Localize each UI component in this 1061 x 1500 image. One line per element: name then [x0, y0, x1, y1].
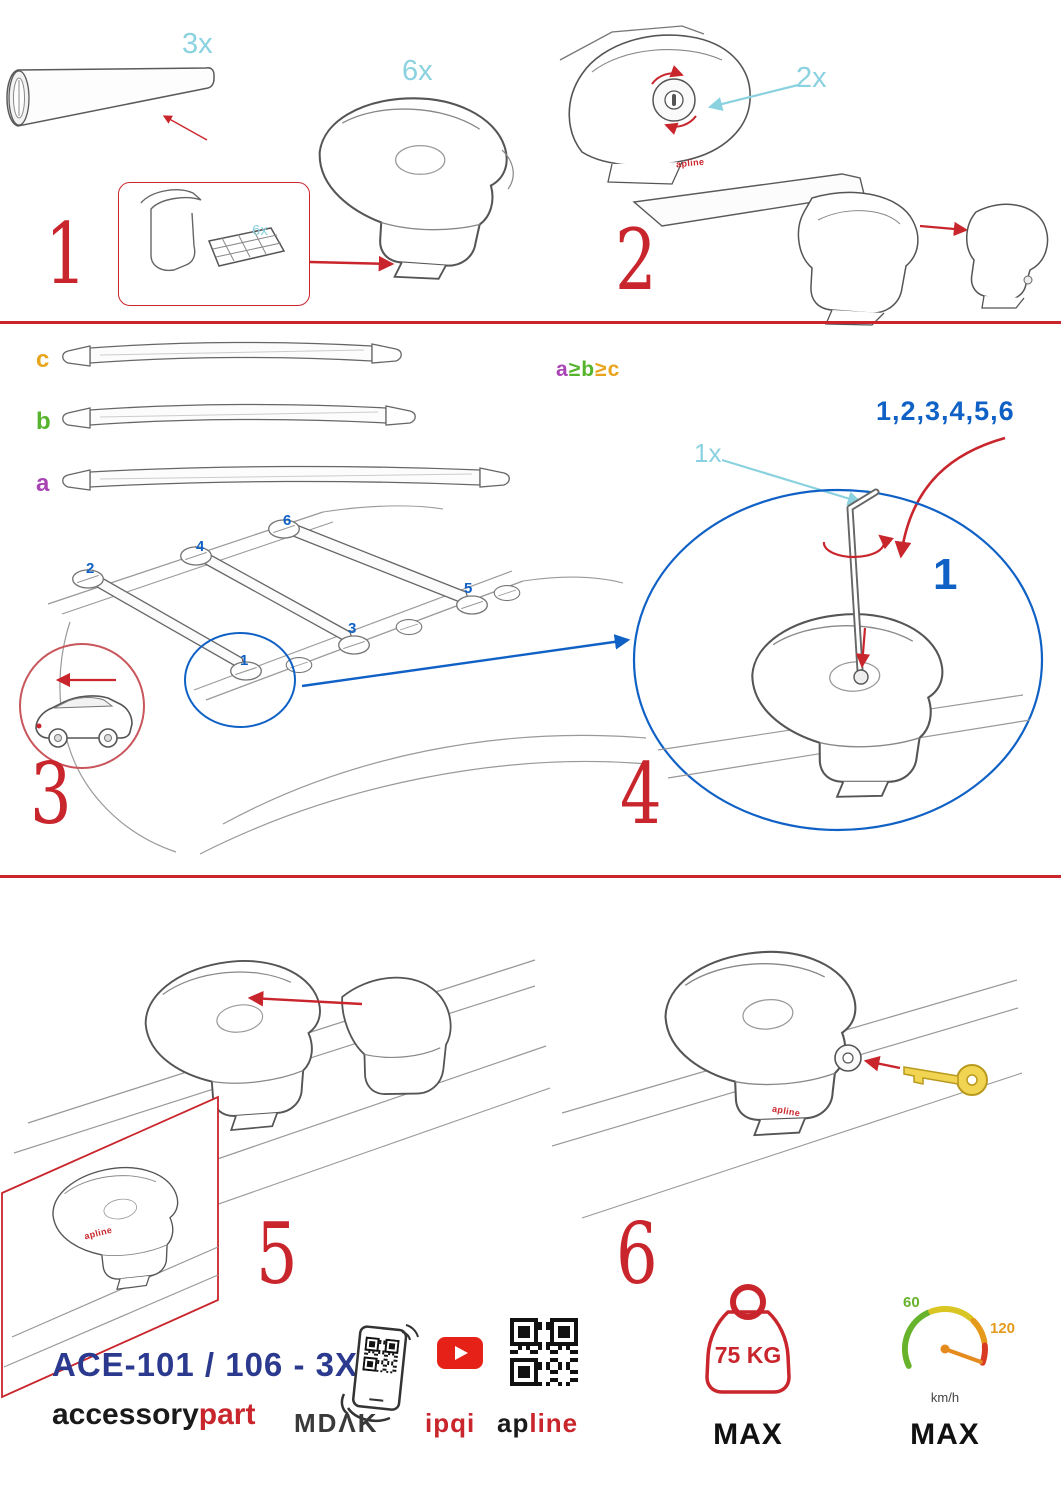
weight-icon [705, 1284, 791, 1394]
model-code: ACE-101 / 106 - 3X [52, 1346, 358, 1383]
crossbar-drawing [6, 67, 215, 141]
pad-to-foot-arrow [309, 255, 395, 272]
formula-c: c [607, 358, 621, 381]
foot-quantity: 6x [402, 55, 433, 87]
bar-b-drawing [62, 403, 416, 429]
zoom-link-arrow [301, 634, 631, 688]
step-5-number: 5 [256, 1205, 298, 1303]
lock-qty-arrow [707, 83, 799, 111]
foot-lock-drawing [559, 25, 751, 185]
max-speed-label: MAX [910, 1418, 980, 1451]
allen-key-icon [846, 488, 880, 674]
length-formula: a≥b≥c [556, 358, 620, 382]
car-direction-inset [19, 643, 145, 769]
phone-qr-icon [340, 1324, 419, 1422]
bar-b-label: b [36, 408, 51, 435]
car-roof-drawing [47, 505, 648, 855]
lock-icon [834, 1044, 862, 1072]
pad-detail-box [118, 182, 310, 306]
bolt-icon [853, 669, 869, 685]
step-1-number: 1 [45, 205, 87, 303]
pad-quantity: 6x [252, 222, 268, 239]
key-quantity: 1x [694, 438, 722, 468]
step-6-number: 6 [616, 1205, 658, 1303]
section-divider-1 [0, 321, 1061, 324]
accessorypart-red: part [198, 1398, 256, 1431]
insert-key-arrow [863, 1056, 901, 1072]
cover-cap-drawing [341, 976, 452, 1095]
crossbar-1-2 [72, 568, 262, 681]
lock-quantity: 2x [796, 62, 827, 94]
position-3: 3 [348, 620, 357, 637]
bar-a-label: a [36, 470, 50, 497]
bar-c-drawing [62, 341, 402, 367]
youtube-icon [437, 1337, 483, 1369]
crossbar-3-4 [180, 545, 370, 655]
crossbar-5-6 [268, 518, 488, 615]
bars-length-drawing [62, 341, 510, 491]
bar-c-label: c [36, 346, 50, 373]
finished-foot-inset [1, 1095, 219, 1399]
key-icon [903, 1064, 988, 1096]
speedometer-needle [943, 1347, 983, 1364]
detail-circle [184, 632, 296, 728]
position-6: 6 [283, 512, 292, 529]
bar-a-drawing [62, 465, 510, 491]
position-2: 2 [86, 560, 95, 577]
tighten-sequence: 1,2,3,4,5,6 [876, 396, 1015, 426]
key-qty-arrow [721, 458, 863, 506]
ipqi-logo: ipqi [425, 1408, 476, 1438]
mdak-logo: MDΛK [294, 1408, 379, 1438]
car-icon [35, 695, 133, 748]
speed-unit-label: km/h [930, 1390, 960, 1405]
cover-install-drawing [13, 949, 550, 1257]
formula-b: b [581, 358, 596, 381]
apline-black: ap [497, 1408, 530, 1438]
apline-red: line [529, 1408, 579, 1438]
accessorypart-black: accessory [52, 1398, 199, 1431]
lock-install-drawing [552, 941, 1022, 1219]
position-4: 4 [196, 538, 205, 555]
qr-code [510, 1318, 578, 1386]
step-3-number: 3 [30, 745, 72, 843]
tightening-detail-drawing [632, 488, 1044, 832]
lock-icon [652, 78, 696, 122]
apline-logo: apline [497, 1408, 578, 1439]
foot-drawing [318, 97, 514, 280]
press-arrow [855, 627, 871, 669]
bar-pointer-arrow [162, 115, 208, 141]
pad-drawing [140, 189, 286, 272]
section-divider-2 [0, 875, 1061, 878]
step-4-number: 4 [620, 745, 662, 843]
start-position-number: 1 [933, 550, 958, 599]
slide-cover-arrow [247, 990, 363, 1007]
max-weight-label: MAX [713, 1418, 783, 1451]
endcap-drawing [966, 203, 1049, 309]
position-1: 1 [240, 652, 249, 669]
sequence-arrow [894, 436, 1006, 559]
rotate-arrow [822, 534, 894, 559]
max-weight-value: 75 KG [714, 1342, 782, 1368]
bar-quantity: 3x [182, 28, 213, 60]
speed-low-label: 60 [903, 1294, 920, 1311]
speedometer-icon [901, 1306, 988, 1369]
detail-ellipse [632, 488, 1044, 832]
position-5: 5 [464, 580, 473, 597]
accessorypart-logo: accessorypart [52, 1398, 255, 1432]
formula-ge1: ≥ [568, 358, 582, 381]
step-2-number: 2 [615, 211, 657, 309]
speed-high-label: 120 [990, 1320, 1016, 1337]
formula-a: a [556, 358, 569, 381]
formula-ge2: ≥ [595, 358, 608, 381]
bar-endcap-drawing [632, 173, 1049, 326]
